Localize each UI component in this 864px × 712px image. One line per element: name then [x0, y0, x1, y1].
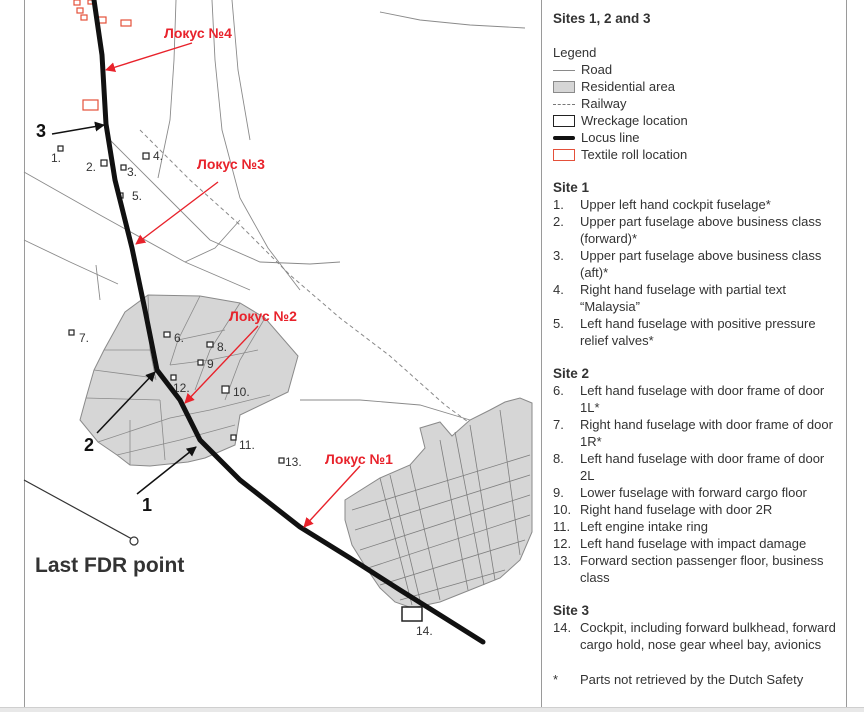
list-item: 6.Left hand fuselage with door frame of …: [553, 383, 825, 415]
site1-list: 1.Upper left hand cockpit fuselage* 2.Up…: [553, 196, 846, 349]
list-item: 11.Left engine intake ring: [553, 519, 708, 534]
wreck-label: 5.: [132, 189, 142, 203]
locus-labels: Локус №4 Локус №3 Локус №2 Локус №1: [164, 25, 393, 467]
list-item: 8.Left hand fuselage with door frame of …: [553, 451, 825, 483]
footnote: *Parts not retrieved by the Dutch Safety: [553, 672, 804, 687]
locus4-label: Локус №4: [164, 25, 232, 41]
roads: [23, 0, 526, 421]
wreck-label: 10.: [233, 385, 250, 399]
position-arrows: [51, 121, 197, 495]
locus3-arrow: [135, 181, 219, 245]
legend-heading: Legend: [553, 45, 597, 60]
wreck-label: 7.: [79, 331, 89, 345]
list-item: 14.Cockpit, including forward bulkhead, …: [553, 620, 836, 652]
panel-title: Sites 1, 2 and 3: [553, 11, 651, 26]
list-item: 9.Lower fuselage with forward cargo floo…: [553, 485, 807, 500]
wreck-label: 8.: [217, 340, 227, 354]
locus-line: [91, 0, 486, 645]
locus2-label: Локус №2: [229, 308, 297, 324]
list-item: 4.Right hand fuselage with partial text …: [553, 282, 786, 314]
wreck-label: 4.: [153, 149, 163, 163]
locus1-arrow: [303, 465, 361, 528]
wreck-label: 3.: [127, 165, 137, 179]
legend-item-wreckage: Wreckage location: [553, 112, 846, 129]
legend-item-railway: Railway: [553, 95, 846, 112]
wreckage-markers: [57, 145, 423, 622]
wreckage-location-icon: [553, 114, 575, 127]
wreck-label: 2.: [86, 160, 96, 174]
locus-arrows: [105, 42, 361, 528]
legend-panel: Sites 1, 2 and 3 Legend Road Residential…: [541, 0, 847, 712]
legend-item-residential: Residential area: [553, 78, 846, 95]
residential-area-village: [79, 294, 299, 467]
list-item: 1.Upper left hand cockpit fuselage*: [553, 197, 771, 212]
textile-roll-icon: [553, 148, 575, 161]
locus4-arrow: [105, 42, 193, 73]
fdr-label: Last FDR point: [35, 554, 184, 577]
residential-area-east: [344, 397, 533, 609]
wreck-label: 6.: [174, 331, 184, 345]
list-item: 3.Upper part fuselage above business cla…: [553, 248, 822, 280]
list-item: 13.Forward section passenger floor, busi…: [553, 553, 824, 585]
site1-heading: Site 1: [553, 180, 590, 195]
position1-label: 1: [142, 495, 152, 515]
site3-list: 14.Cockpit, including forward bulkhead, …: [553, 619, 846, 653]
locus2-arrow: [184, 325, 259, 404]
list-item: 7.Right hand fuselage with door frame of…: [553, 417, 833, 449]
list-item: 2.Upper part fuselage above business cla…: [553, 214, 822, 246]
list-item: 10.Right hand fuselage with door 2R: [553, 502, 773, 517]
list-item: 12.Left hand fuselage with impact damage: [553, 536, 807, 551]
wreck-label: 11.: [239, 438, 255, 452]
site2-list: 6.Left hand fuselage with door frame of …: [553, 382, 846, 586]
legend-item-textile: Textile roll location: [553, 146, 846, 163]
wreck-label: 12.: [173, 381, 190, 395]
position3-label: 3: [36, 121, 46, 141]
legend-item-locus: Locus line: [553, 129, 846, 146]
last-fdr-point: Last FDR point: [23, 479, 184, 577]
road-line-icon: [553, 69, 575, 71]
position3-arrow: [51, 121, 105, 135]
site2-heading: Site 2: [553, 366, 590, 381]
locus1-label: Локус №1: [325, 451, 393, 467]
window-bottom-edge: [0, 707, 864, 712]
position2-arrow: [96, 371, 156, 434]
locus-line-icon: [553, 135, 575, 140]
list-item: 5.Left hand fuselage with positive press…: [553, 316, 816, 348]
legend-item-road: Road: [553, 61, 846, 78]
textile-roll-markers: [73, 0, 132, 111]
locus3-label: Локус №3: [197, 156, 265, 172]
site3-heading: Site 3: [553, 603, 590, 618]
railway-line-icon: [553, 103, 575, 105]
residential-area-icon: [553, 80, 575, 93]
wreck-label: 9: [207, 357, 214, 371]
position1-arrow: [136, 446, 197, 495]
wreckage-numbers: 1. 2. 3. 4. 5. 6. 7. 8. 9 10. 11. 12. 13…: [51, 149, 433, 638]
wreck-label: 14.: [416, 624, 433, 638]
wreck-label: 1.: [51, 151, 61, 165]
position2-label: 2: [84, 435, 94, 455]
position-labels: 3 2 1: [36, 121, 152, 515]
wreck-label: 13.: [285, 455, 302, 469]
